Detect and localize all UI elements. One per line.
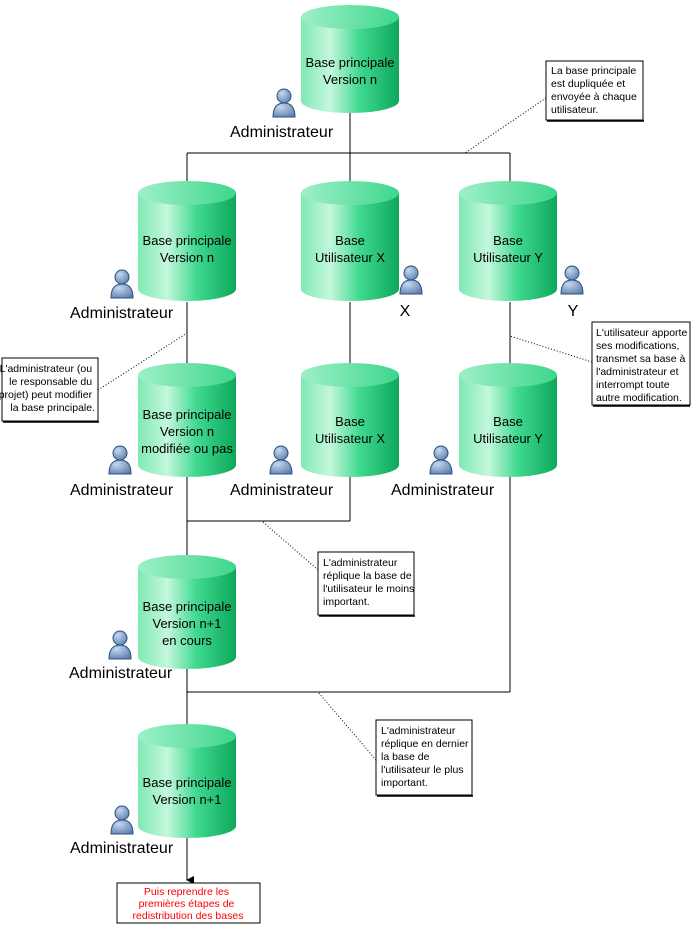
admin-label-row-4: Administrateur bbox=[69, 665, 173, 682]
cylinder-top bbox=[138, 724, 236, 748]
cylinder-top bbox=[459, 181, 557, 205]
note-replicate-least: L'administrateur réplique la base de l'u… bbox=[317, 551, 417, 617]
cylinder-top bbox=[301, 5, 399, 29]
database-main-version-n-top: Base principale Version n bbox=[301, 5, 399, 113]
restart-text: Puis reprendre les premières étapes de r… bbox=[133, 886, 244, 922]
database-main-modified: Base principale Version n modifiée ou pa… bbox=[138, 363, 236, 477]
pointer-note-4 bbox=[261, 520, 319, 571]
database-user-x: Base Utilisateur X bbox=[301, 181, 399, 301]
cylinder-top bbox=[459, 363, 557, 387]
cylinder-label-line-2: Utilisateur X bbox=[315, 250, 385, 265]
cylinder-body bbox=[301, 17, 399, 113]
note-box bbox=[317, 551, 415, 616]
database-main-version-n-plus-1-in-progress: Base principale Version n+1 en cours bbox=[138, 555, 236, 669]
note-text: L'utilisateur apporte ses modifications,… bbox=[596, 327, 690, 404]
cylinder-top bbox=[301, 363, 399, 387]
database-main-version-n-admin: Base principale Version n bbox=[138, 181, 236, 301]
user-icon-x bbox=[399, 265, 423, 295]
cylinder-label-line-1: Base bbox=[335, 233, 365, 248]
user-icon-admin-row-4 bbox=[108, 630, 132, 660]
cylinder-body bbox=[138, 193, 236, 301]
admin-label-row-5: Administrateur bbox=[70, 840, 174, 857]
cylinder-label-line-2: Utilisateur X bbox=[315, 431, 385, 446]
admin-label-row-3-left: Administrateur bbox=[70, 482, 174, 499]
cylinder-top bbox=[138, 555, 236, 579]
cylinder-label-line-1: Base principale bbox=[143, 407, 232, 422]
pointer-note-1 bbox=[464, 97, 547, 154]
cylinder-label-line-2: Version n bbox=[323, 72, 377, 87]
database-main-version-n-plus-1: Base principale Version n+1 bbox=[138, 724, 236, 838]
note-box bbox=[1, 357, 99, 422]
note-pointers bbox=[97, 97, 593, 761]
note-box bbox=[591, 321, 691, 406]
user-icon-y bbox=[560, 265, 584, 295]
restart-box bbox=[116, 882, 261, 924]
cylinder-top bbox=[301, 181, 399, 205]
cylinder-body bbox=[301, 193, 399, 301]
user-x-label: X bbox=[400, 303, 411, 320]
admin-label-row-3-right: Administrateur bbox=[391, 482, 495, 499]
cylinder-label-line-2: Version n bbox=[160, 250, 214, 265]
database-user-y-returned: Base Utilisateur Y bbox=[459, 363, 557, 477]
cylinder-body bbox=[138, 375, 236, 477]
cylinder-body bbox=[301, 375, 399, 477]
user-icon-admin-row-2 bbox=[110, 269, 134, 299]
user-y-label: Y bbox=[568, 303, 579, 320]
note-replicate-most: L'administrateur réplique en dernier la … bbox=[375, 719, 473, 797]
admin-label-top: Administrateur bbox=[230, 124, 334, 141]
database-user-y: Base Utilisateur Y bbox=[459, 181, 557, 301]
cylinder-body bbox=[459, 193, 557, 301]
pointer-note-5 bbox=[317, 691, 377, 761]
cylinder-label-line-2: Version n+1 bbox=[152, 792, 221, 807]
admin-label-row-2: Administrateur bbox=[70, 305, 174, 322]
user-icon-admin-row-3-right bbox=[429, 445, 453, 475]
cylinder-label-line-1: Base principale bbox=[143, 233, 232, 248]
note-box bbox=[545, 60, 644, 121]
cylinder-label-line-3: en cours bbox=[162, 633, 212, 648]
cylinder-body bbox=[459, 375, 557, 477]
cylinder-label-line-1: Base bbox=[493, 414, 523, 429]
cylinder-top bbox=[138, 181, 236, 205]
cylinder-label-line-1: Base principale bbox=[143, 599, 232, 614]
cylinder-label-line-1: Base bbox=[493, 233, 523, 248]
user-icon-admin-top bbox=[272, 88, 296, 118]
user-icon-admin-row-5 bbox=[110, 805, 134, 835]
cylinder-label-line-3: modifiée ou pas bbox=[141, 441, 233, 456]
note-text: L'administrateur réplique en dernier la … bbox=[381, 725, 471, 789]
note-user-transmits: L'utilisateur apporte ses modifications,… bbox=[591, 321, 691, 407]
note-text: L'administrateur réplique la base de l'u… bbox=[323, 557, 417, 608]
user-icons bbox=[108, 88, 584, 835]
cylinder-label-line-2: Utilisateur Y bbox=[473, 431, 543, 446]
note-box bbox=[375, 719, 473, 796]
cylinder-label-line-2: Version n bbox=[160, 424, 214, 439]
user-icon-admin-row-3-left bbox=[108, 445, 132, 475]
cylinder-label-line-1: Base principale bbox=[306, 55, 395, 70]
note-duplication: La base principale est dupliquée et envo… bbox=[545, 60, 644, 122]
cylinder-label-line-1: Base bbox=[335, 414, 365, 429]
database-user-x-returned: Base Utilisateur X bbox=[301, 363, 399, 477]
cylinder-body bbox=[138, 567, 236, 669]
cylinder-top bbox=[138, 363, 236, 387]
pointer-note-3 bbox=[509, 335, 593, 363]
cylinder-label-line-2: Version n+1 bbox=[152, 616, 221, 631]
note-text: L'administrateur (ou le responsable du p… bbox=[0, 363, 95, 414]
note-admin-modify: L'administrateur (ou le responsable du p… bbox=[0, 357, 99, 423]
cylinder-label-line-1: Base principale bbox=[143, 775, 232, 790]
restart-instruction: Puis reprendre les premières étapes de r… bbox=[116, 882, 261, 924]
cylinder-body bbox=[138, 736, 236, 838]
cylinder-label-line-2: Utilisateur Y bbox=[473, 250, 543, 265]
user-icon-admin-row-3-mid bbox=[269, 445, 293, 475]
admin-label-row-3-mid: Administrateur bbox=[230, 482, 334, 499]
note-text: La base principale est dupliquée et envo… bbox=[551, 65, 640, 116]
